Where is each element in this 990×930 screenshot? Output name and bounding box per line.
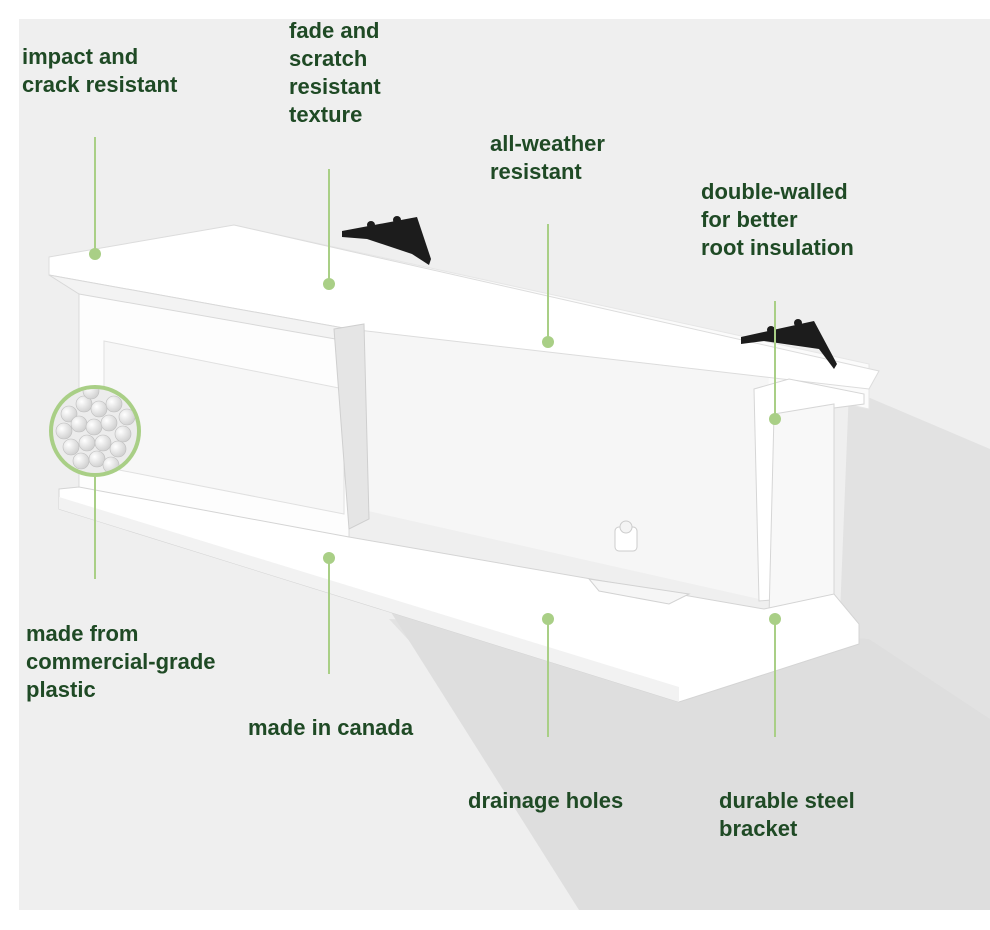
callout-lines xyxy=(94,137,776,737)
steel-bracket-front xyxy=(741,319,837,369)
planter-cut-section xyxy=(333,323,370,530)
label-all-weather: all-weather resistant xyxy=(490,131,605,184)
callout-dots xyxy=(89,248,781,625)
label-commercial-plastic: made from commercial-grade plastic xyxy=(26,621,216,702)
planter-illustration xyxy=(48,137,990,910)
planter-right-post xyxy=(768,403,835,618)
drainage-hole-insert xyxy=(587,578,691,605)
label-fade-resistant: fade and scratch resistant texture xyxy=(289,19,381,127)
product-feature-panel: impact and crack resistant fade and scra… xyxy=(19,19,990,910)
steel-bracket-rear xyxy=(342,216,431,265)
floor-shadow xyxy=(389,609,990,910)
planter-base-step xyxy=(59,497,679,702)
label-drainage-holes: drainage holes xyxy=(468,788,624,813)
planter-inner-face xyxy=(234,249,769,599)
label-double-walled: double-walled for better root insulation xyxy=(701,179,854,260)
label-made-in-canada: made in canada xyxy=(248,715,414,740)
label-impact-resistant: impact and crack resistant xyxy=(22,44,178,97)
plastic-beads-icon xyxy=(49,385,141,477)
label-steel-bracket: durable steel bracket xyxy=(719,788,855,841)
